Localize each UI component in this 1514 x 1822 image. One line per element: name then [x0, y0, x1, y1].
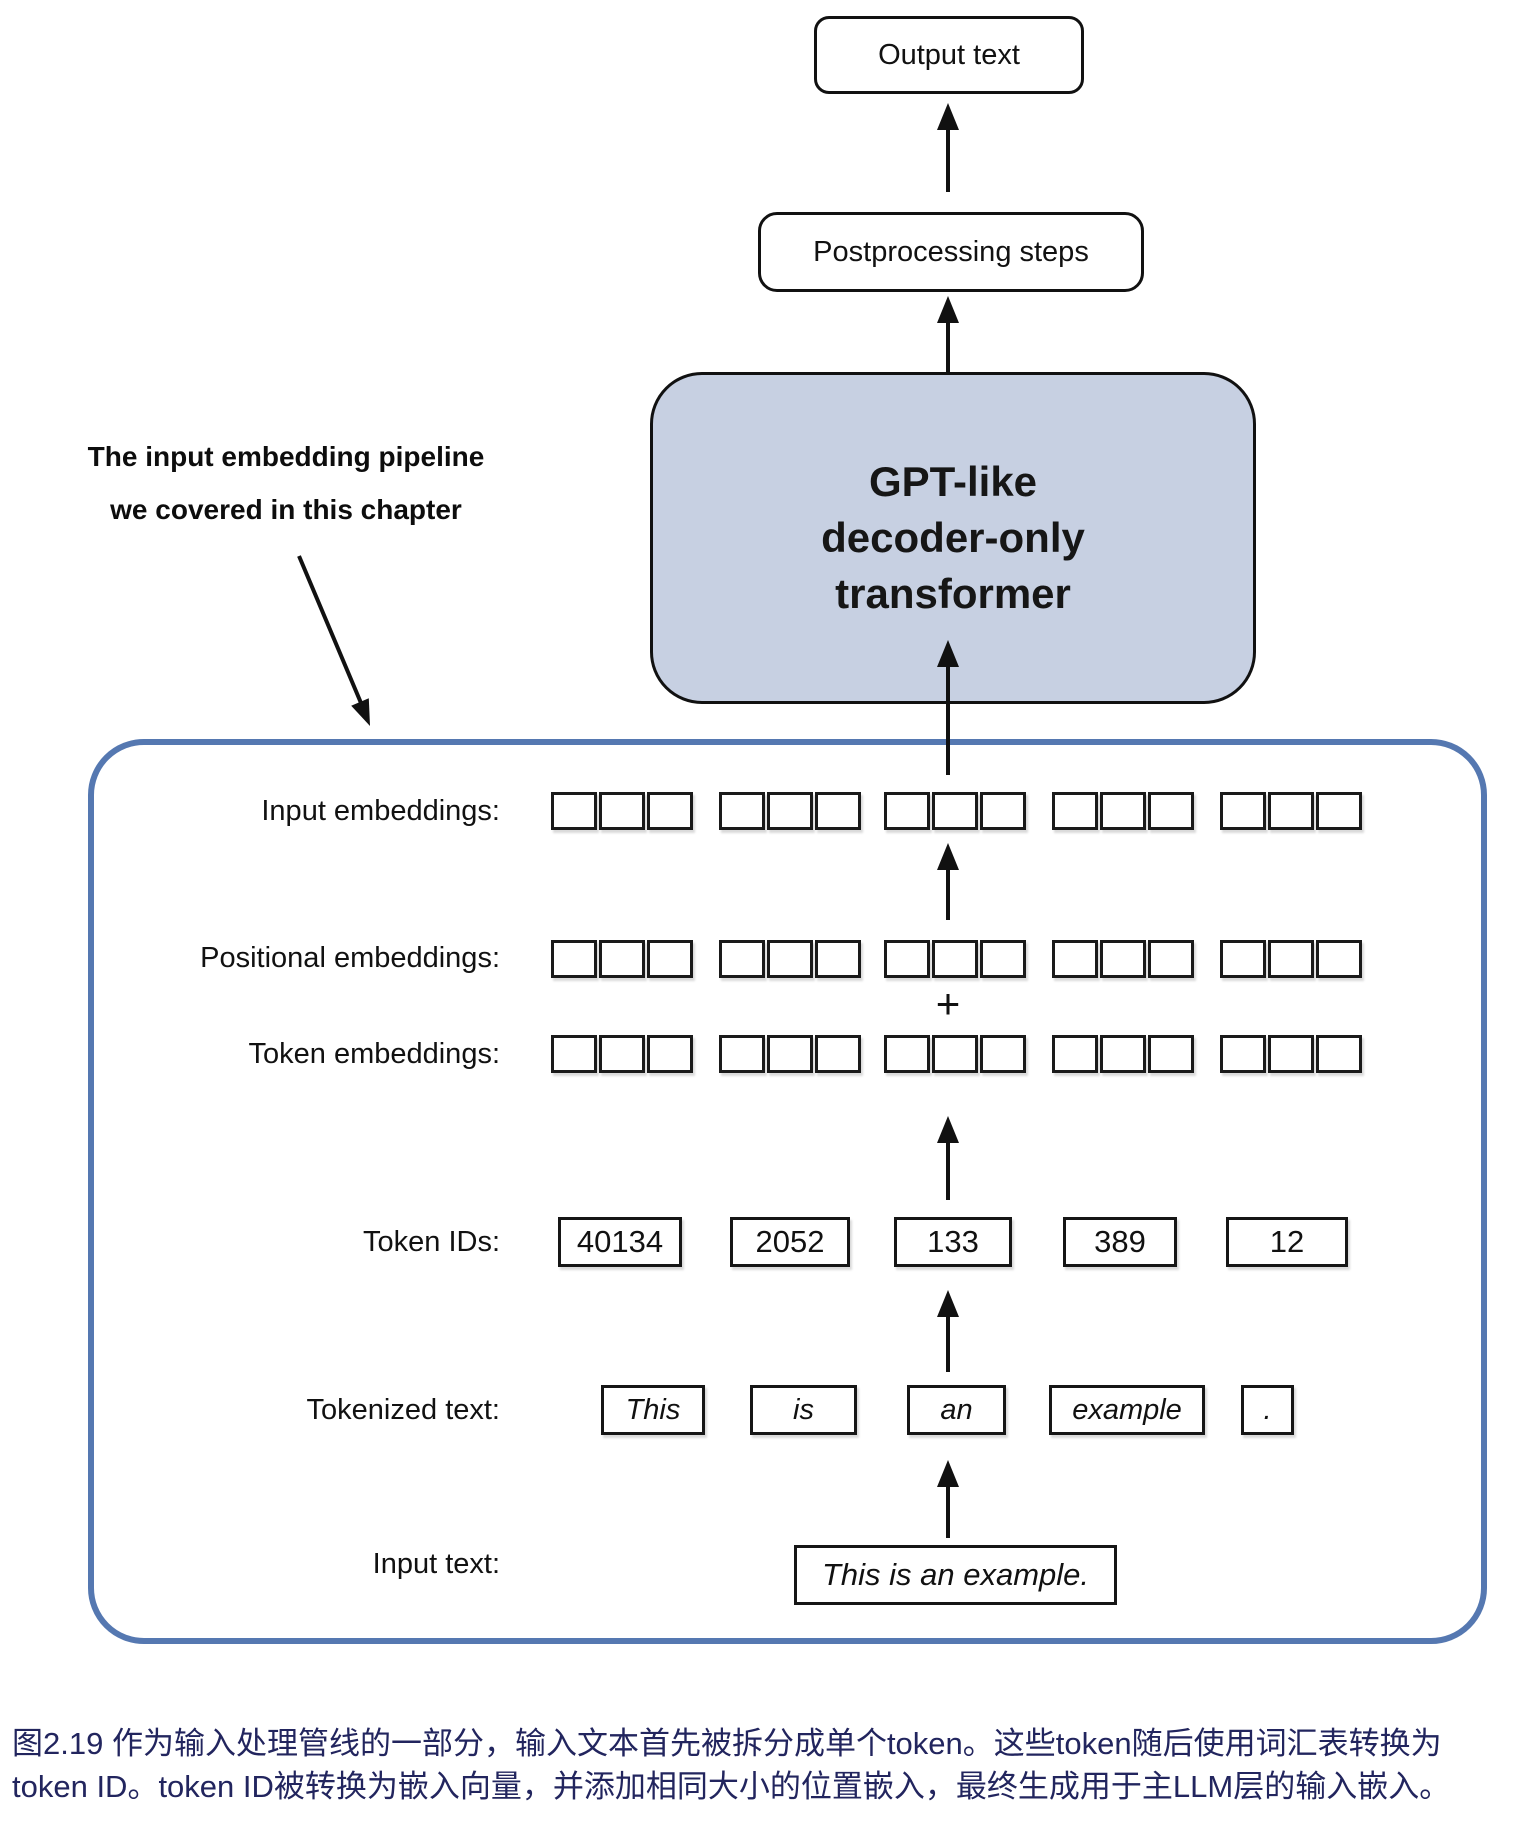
input_embeddings-vector-group	[1052, 792, 1194, 830]
embedding-cell	[932, 1035, 978, 1073]
embedding-cell	[1052, 1035, 1098, 1073]
embedding-cell	[1052, 940, 1098, 978]
embedding-cell	[551, 940, 597, 978]
gpt-node-line: transformer	[835, 570, 1071, 617]
token-id-box: 133	[894, 1217, 1012, 1267]
caption-line: token ID。token ID被转换为嵌入向量，并添加相同大小的位置嵌入，最…	[12, 1769, 1451, 1804]
embedding-cell	[932, 940, 978, 978]
token-text-box: an	[907, 1385, 1006, 1435]
annotation-line: we covered in this chapter	[110, 494, 462, 525]
embedding-cell	[551, 792, 597, 830]
embedding-cell	[599, 1035, 645, 1073]
positional_embeddings-vector-group	[719, 940, 861, 978]
gpt-node-line: GPT-like	[868, 458, 1038, 505]
annotation-line: The input embedding pipeline	[87, 441, 485, 472]
plus-operator: +	[935, 980, 961, 1027]
embedding-cell	[1052, 792, 1098, 830]
embedding-cell	[599, 940, 645, 978]
embedding-cell	[815, 940, 861, 978]
embedding-cell	[647, 1035, 693, 1073]
annotation-note: The input embedding pipeline we covered …	[66, 430, 506, 536]
embedding-cell	[1220, 792, 1266, 830]
positional-embeddings-label: Positional embeddings:	[200, 942, 500, 974]
token-text-box: is	[750, 1385, 857, 1435]
embedding-cell	[599, 792, 645, 830]
embedding-cell	[767, 940, 813, 978]
embedding-cell	[647, 940, 693, 978]
input_embeddings-vector-group	[719, 792, 861, 830]
embedding-cell	[980, 792, 1026, 830]
arrow-up-icon	[937, 296, 959, 372]
positional_embeddings-vector-group	[551, 940, 693, 978]
embedding-cell	[884, 940, 930, 978]
embedding-cell	[1100, 792, 1146, 830]
tokenized-text-label: Tokenized text:	[306, 1394, 500, 1426]
embedding-cell	[551, 1035, 597, 1073]
gpt-node-line: decoder-only	[821, 514, 1085, 561]
embedding-cell	[1316, 940, 1362, 978]
embedding-cell	[884, 1035, 930, 1073]
caption-line: 图2.19 作为输入处理管线的一部分，输入文本首先被拆分成单个token。这些t…	[12, 1726, 1442, 1761]
embedding-cell	[1220, 940, 1266, 978]
embedding-cell	[1148, 1035, 1194, 1073]
positional_embeddings-vector-group	[1220, 940, 1362, 978]
token-id-box: 40134	[558, 1217, 682, 1267]
embedding-cell	[767, 792, 813, 830]
positional_embeddings-vector-group	[1052, 940, 1194, 978]
figure-caption: 图2.19 作为输入处理管线的一部分，输入文本首先被拆分成单个token。这些t…	[12, 1722, 1507, 1808]
embedding-cell	[1100, 1035, 1146, 1073]
token-text-box: example	[1049, 1385, 1205, 1435]
postprocessing-steps-node: Postprocessing steps	[758, 212, 1144, 292]
embedding-cell	[1268, 1035, 1314, 1073]
embedding-cell	[1268, 792, 1314, 830]
token-embeddings-label: Token embeddings:	[248, 1038, 501, 1070]
embedding-cell	[1100, 940, 1146, 978]
embedding-cell	[884, 792, 930, 830]
input-embeddings-label: Input embeddings:	[261, 795, 500, 827]
token-id-box: 2052	[730, 1217, 850, 1267]
output-text-node: Output text	[814, 16, 1084, 94]
embedding-cell	[1316, 792, 1362, 830]
annotation-arrow-icon	[297, 555, 370, 726]
input_embeddings-vector-group	[1220, 792, 1362, 830]
positional_embeddings-vector-group	[884, 940, 1026, 978]
embedding-cell	[815, 1035, 861, 1073]
input-text-label: Input text:	[372, 1548, 500, 1580]
embedding-cell	[1148, 940, 1194, 978]
token_embeddings-vector-group	[551, 1035, 693, 1073]
gpt-transformer-node: GPT-like decoder-only transformer	[650, 372, 1256, 704]
arrow-up-icon	[937, 103, 959, 192]
embedding-cell	[1220, 1035, 1266, 1073]
embedding-cell	[719, 1035, 765, 1073]
token_embeddings-vector-group	[1220, 1035, 1362, 1073]
embedding-cell	[980, 940, 1026, 978]
embedding-cell	[767, 1035, 813, 1073]
token-id-box: 389	[1063, 1217, 1177, 1267]
input-text-box: This is an example.	[794, 1545, 1117, 1605]
embedding-cell	[719, 792, 765, 830]
token_embeddings-vector-group	[1052, 1035, 1194, 1073]
embedding-cell	[719, 940, 765, 978]
input_embeddings-vector-group	[884, 792, 1026, 830]
embedding-cell	[1316, 1035, 1362, 1073]
embedding-cell	[1268, 940, 1314, 978]
embedding-cell	[647, 792, 693, 830]
token-id-box: 12	[1226, 1217, 1348, 1267]
embedding-pipeline-container	[88, 739, 1487, 1644]
input_embeddings-vector-group	[551, 792, 693, 830]
token-text-box: This	[601, 1385, 705, 1435]
token_embeddings-vector-group	[719, 1035, 861, 1073]
token_embeddings-vector-group	[884, 1035, 1026, 1073]
embedding-cell	[1148, 792, 1194, 830]
token-text-box: .	[1241, 1385, 1294, 1435]
token-ids-label: Token IDs:	[363, 1226, 500, 1258]
embedding-cell	[815, 792, 861, 830]
embedding-cell	[932, 792, 978, 830]
embedding-cell	[980, 1035, 1026, 1073]
